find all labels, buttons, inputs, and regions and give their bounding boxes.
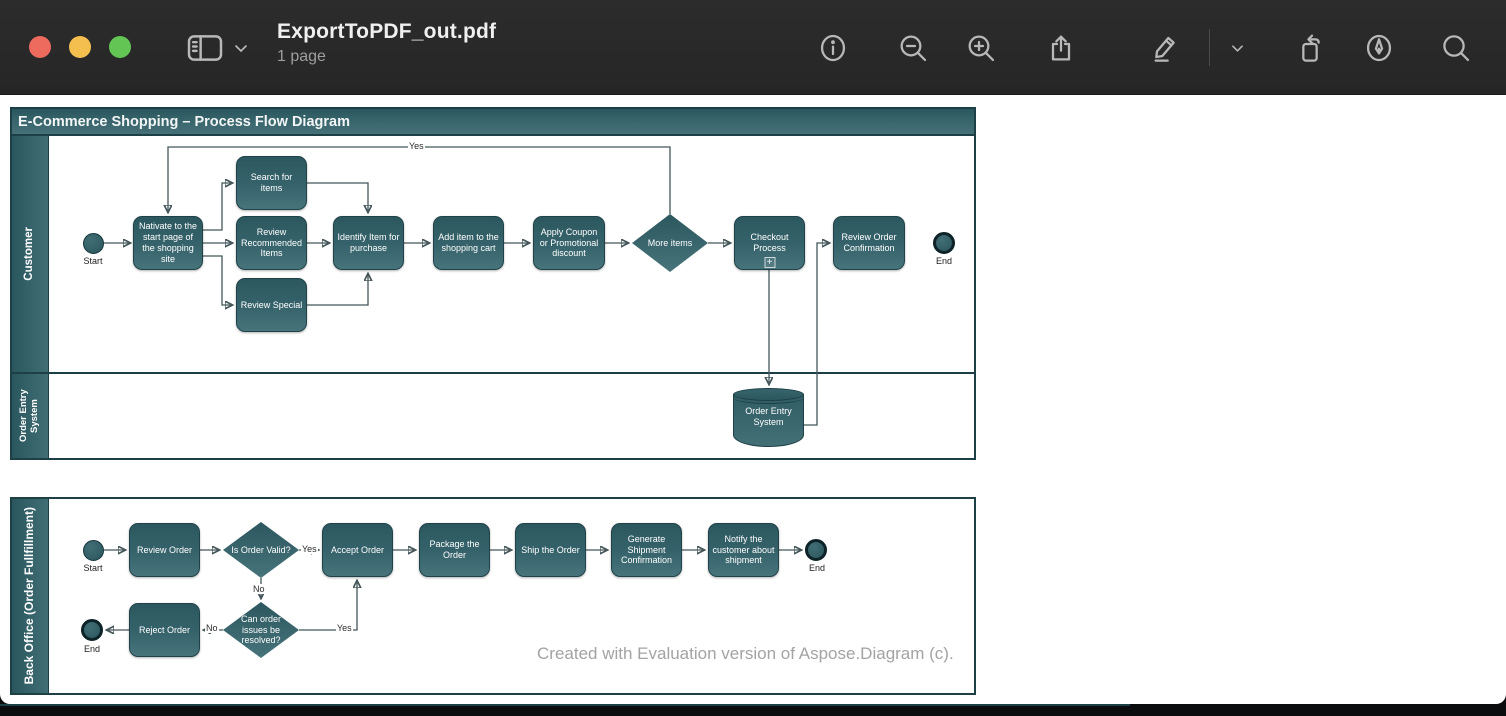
task-ship-order: Ship the Order	[515, 523, 586, 577]
edge-label-no-resolve: No	[205, 623, 219, 633]
minimize-button[interactable]	[69, 36, 91, 58]
end-event-label: End	[808, 563, 826, 573]
task-review-special: Review Special	[236, 278, 307, 332]
task-review-recommended: Review Recommended Items	[236, 216, 307, 270]
lane-strip-order-entry: Order Entry System	[12, 374, 49, 458]
toolbar-separator	[1209, 29, 1210, 66]
lane-strip-customer: Customer	[12, 136, 49, 372]
lane-divider	[10, 372, 976, 374]
lane-strip-back-office: Back Office (Order Fullfillment)	[12, 499, 49, 693]
rotate-icon	[1302, 34, 1320, 62]
zoom-out-icon	[900, 35, 927, 62]
zoom-in-button[interactable]	[961, 28, 1001, 68]
end-event-reject	[81, 619, 103, 641]
task-checkout-process: Checkout Process +	[734, 216, 805, 270]
bottom-strip	[0, 704, 1506, 716]
titlebar: ExportToPDF_out.pdf 1 page	[0, 0, 1506, 95]
task-review-order: Review Order	[129, 523, 200, 577]
start-event-backoffice	[83, 540, 104, 561]
evaluation-watermark: Created with Evaluation version of Aspos…	[537, 644, 954, 663]
task-search-items: Search for items	[236, 156, 307, 210]
task-notify-customer: Notify the customer about shipment	[708, 523, 779, 577]
edge-label-yes-resolve: Yes	[336, 623, 353, 633]
lane-label-customer: Customer	[23, 227, 36, 281]
info-icon	[820, 34, 846, 62]
task-reject-order: Reject Order	[129, 603, 200, 657]
share-icon	[1051, 35, 1071, 61]
task-review-confirmation: Review Order Confirmation	[833, 216, 905, 270]
pool-ecommerce	[10, 107, 976, 460]
chevron-down-icon	[1231, 44, 1243, 52]
start-event-label: Start	[83, 256, 103, 266]
edge-label-no-valid: No	[252, 584, 266, 594]
edge-label-yes-loop: Yes	[408, 141, 425, 151]
start-event-label: Start	[83, 563, 103, 573]
cylinder-ring	[733, 391, 804, 404]
pool-header: E-Commerce Shopping – Process Flow Diagr…	[10, 107, 976, 136]
task-checkout-label: Checkout Process	[750, 232, 789, 253]
zoom-out-button[interactable]	[893, 28, 933, 68]
document-title: ExportToPDF_out.pdf	[277, 20, 497, 43]
pen-nib-icon	[1366, 34, 1392, 62]
pdf-page: E-Commerce Shopping – Process Flow Diagr…	[0, 95, 1506, 704]
end-event-label: End	[935, 256, 953, 266]
chevron-down-icon	[235, 44, 247, 52]
cylinder-top	[733, 388, 804, 401]
end-event-backoffice	[805, 539, 827, 561]
lane-label-order-entry: Order Entry System	[18, 389, 40, 443]
share-button[interactable]	[1041, 28, 1081, 68]
task-accept-order: Accept Order	[322, 523, 393, 577]
edge-label-yes-valid: Yes	[301, 544, 318, 554]
markup-options-chevron[interactable]	[1224, 28, 1250, 68]
end-event-label: End	[83, 644, 101, 654]
search-button[interactable]	[1436, 28, 1476, 68]
subprocess-plus-icon: +	[764, 257, 775, 268]
zoom-window-button[interactable]	[109, 36, 131, 58]
annotate-button[interactable]	[1359, 28, 1399, 68]
task-add-item: Add item to the shopping cart	[433, 216, 504, 270]
end-event-customer	[933, 232, 955, 254]
datastore-label: Order Entry System	[745, 406, 792, 428]
diagram-title: E-Commerce Shopping – Process Flow Diagr…	[18, 113, 350, 130]
task-package-order: Package the Order	[419, 523, 490, 577]
next-page-edge	[0, 704, 1130, 706]
search-icon	[1443, 35, 1470, 62]
task-navigate: Nativate to the start page of the shoppi…	[133, 216, 203, 270]
markup-pencil-icon	[1154, 36, 1175, 62]
start-event-customer	[83, 233, 104, 254]
sidebar-toggle-button[interactable]	[185, 28, 225, 68]
task-apply-coupon: Apply Coupon or Promotional discount	[533, 216, 605, 270]
document-title-block: ExportToPDF_out.pdf 1 page	[277, 20, 496, 66]
info-button[interactable]	[813, 28, 853, 68]
rotate-button[interactable]	[1290, 28, 1330, 68]
markup-button[interactable]	[1145, 28, 1185, 68]
view-menu-chevron[interactable]	[228, 28, 254, 68]
task-identify-item: Identify Item for purchase	[333, 216, 404, 270]
task-generate-shipment: Generate Shipment Confirmation	[611, 523, 682, 577]
datastore-order-entry-system: Order Entry System	[733, 388, 804, 447]
sidebar-icon	[187, 35, 223, 61]
close-button[interactable]	[29, 36, 51, 58]
zoom-in-icon	[968, 35, 995, 62]
page-count: 1 page	[277, 48, 326, 65]
lane-label-back-office: Back Office (Order Fullfillment)	[22, 507, 37, 685]
